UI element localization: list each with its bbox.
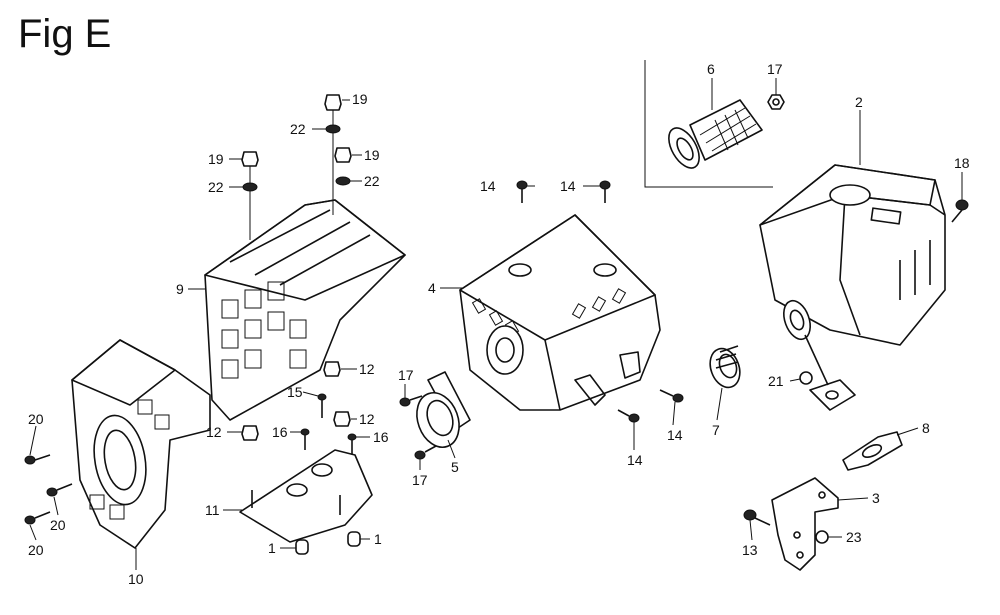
callout-14: 14 <box>560 178 576 194</box>
callout-12: 12 <box>206 424 222 440</box>
screw-17-lower <box>414 445 437 460</box>
washer-22-left <box>242 182 258 192</box>
figure-title: Fig E <box>18 12 112 56</box>
bolt-20-bottom <box>24 511 51 525</box>
callout-22: 22 <box>364 173 380 189</box>
callout-20: 20 <box>50 517 66 533</box>
gasket-8 <box>842 431 903 471</box>
exhaust-manifold <box>204 199 406 421</box>
washer-22-top <box>325 124 341 134</box>
callout-19: 19 <box>208 151 224 167</box>
nut-23 <box>815 530 829 544</box>
bolt-20-top <box>24 454 51 465</box>
bolt-14-right <box>659 389 684 403</box>
callout-16: 16 <box>373 429 389 445</box>
callout-1: 1 <box>374 531 382 547</box>
washer-22-mid <box>335 176 351 186</box>
leader-lines <box>29 78 963 570</box>
callout-11: 11 <box>205 502 220 518</box>
nut-19-left <box>241 151 259 167</box>
nut-19-top <box>324 94 342 111</box>
bolt-14-bottom <box>617 409 640 423</box>
muffler-bracket <box>771 477 839 571</box>
bolt-16-right <box>347 433 357 455</box>
screw-15 <box>317 393 327 418</box>
spark-arrester-screen <box>668 99 763 169</box>
callout-6: 6 <box>707 61 715 77</box>
callout-12: 12 <box>359 361 375 377</box>
bolt-14-top-left <box>516 180 528 203</box>
callout-20: 20 <box>28 542 44 558</box>
callout-10: 10 <box>128 571 144 587</box>
nut-19-mid <box>334 147 352 163</box>
screw-17-upper <box>399 395 423 407</box>
nut-21 <box>799 371 813 385</box>
exhaust-deflector <box>416 371 471 448</box>
callout-14: 14 <box>627 452 643 468</box>
callout-9: 9 <box>176 281 184 297</box>
spacer-1-right <box>347 531 361 547</box>
callout-13: 13 <box>742 542 758 558</box>
muffler-protector <box>459 214 661 411</box>
callout-21: 21 <box>768 373 784 389</box>
callout-22: 22 <box>290 121 306 137</box>
spark-arrester-cap <box>709 345 741 389</box>
callout-17: 17 <box>412 472 428 488</box>
bolt-16-left <box>300 428 310 450</box>
inset-frame <box>644 60 773 188</box>
nut-17-inset <box>767 94 785 110</box>
mounting-plate <box>239 449 373 543</box>
callout-18: 18 <box>954 155 970 171</box>
callout-19: 19 <box>364 147 380 163</box>
callout-16: 16 <box>272 424 288 440</box>
callout-1: 1 <box>268 540 276 556</box>
spacer-1-left <box>295 539 309 555</box>
callout-labels: 6 17 2 18 19 22 19 22 19 22 14 14 9 4 12… <box>28 61 970 587</box>
bolt-14-top-right <box>599 180 611 203</box>
bolt-18 <box>951 199 969 223</box>
callout-17: 17 <box>767 61 783 77</box>
callout-3: 3 <box>872 490 880 506</box>
callout-4: 4 <box>428 280 436 296</box>
callout-12: 12 <box>359 411 375 427</box>
callout-22: 22 <box>208 179 224 195</box>
bolt-20-mid <box>46 483 73 497</box>
callout-19: 19 <box>352 91 368 107</box>
engine-frame-bracket <box>71 339 211 549</box>
callout-23: 23 <box>846 529 862 545</box>
bolt-13 <box>743 509 771 526</box>
callout-17: 17 <box>398 367 414 383</box>
muffler-body <box>759 164 946 411</box>
nut-12-left <box>241 425 259 441</box>
callout-7: 7 <box>712 422 720 438</box>
callout-14: 14 <box>667 427 683 443</box>
nut-12-right-top <box>323 361 341 377</box>
callout-2: 2 <box>855 94 863 110</box>
callout-8: 8 <box>922 420 930 436</box>
nut-12-right <box>333 411 351 427</box>
callout-14: 14 <box>480 178 496 194</box>
callout-5: 5 <box>451 459 459 475</box>
callout-15: 15 <box>287 384 303 400</box>
callout-20: 20 <box>28 411 44 427</box>
